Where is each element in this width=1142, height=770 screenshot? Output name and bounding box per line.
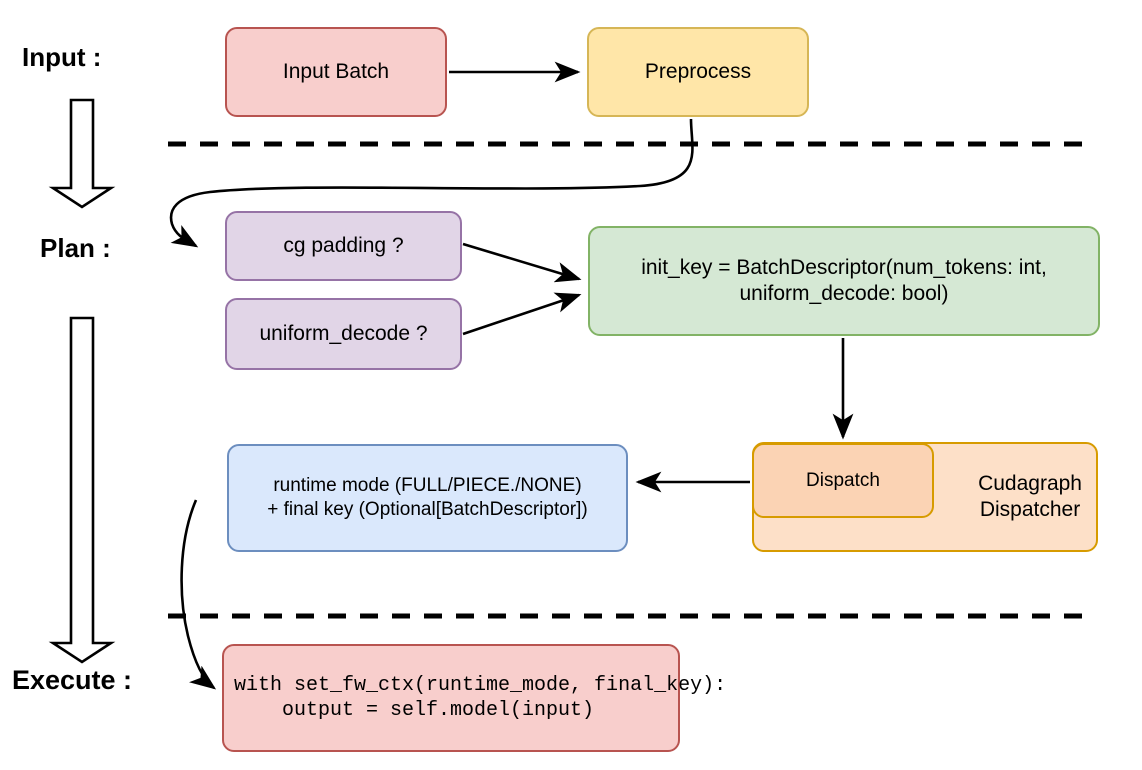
connector-uniform-decode-to-init-key xyxy=(462,292,582,336)
node-init-key[interactable]: init_key = BatchDescriptor(num_tokens: i… xyxy=(588,226,1100,336)
node-preprocess[interactable]: Preprocess xyxy=(587,27,809,117)
connector-runtime-mode-to-execute-code xyxy=(180,499,217,690)
node-input-batch[interactable]: Input Batch xyxy=(225,27,447,117)
node-uniform-decode[interactable]: uniform_decode ? xyxy=(225,298,462,370)
node-preprocess-label: Preprocess xyxy=(644,59,752,83)
node-execute-code-label: with set_fw_ctx(runtime_mode, final_key)… xyxy=(234,674,727,722)
stage-label-plan: Plan : xyxy=(40,233,111,263)
node-input-batch-label: Input Batch xyxy=(282,59,390,83)
node-cudagraph-dispatcher-label: Cudagraph Dispatcher xyxy=(978,471,1082,521)
node-cg-padding-label: cg padding ? xyxy=(283,233,404,257)
stage-label-execute: Execute : xyxy=(12,665,133,695)
node-runtime-mode-label: runtime mode (FULL/PIECE./NONE) + final … xyxy=(267,475,588,520)
node-runtime-mode[interactable]: runtime mode (FULL/PIECE./NONE) + final … xyxy=(227,444,628,552)
node-uniform-decode-label: uniform_decode ? xyxy=(259,321,428,345)
node-init-key-label: init_key = BatchDescriptor(num_tokens: i… xyxy=(641,255,1047,305)
plan-to-execute-block-arrow xyxy=(48,316,116,664)
stage-label-input: Input : xyxy=(22,42,102,72)
input-to-plan-block-arrow xyxy=(48,98,116,209)
node-dispatch[interactable]: Dispatch xyxy=(752,443,934,518)
node-cg-padding[interactable]: cg padding ? xyxy=(225,211,462,281)
node-dispatch-label: Dispatch xyxy=(806,469,880,491)
connector-cg-padding-to-init-key xyxy=(462,242,582,283)
node-execute-code[interactable]: with set_fw_ctx(runtime_mode, final_key)… xyxy=(222,644,726,752)
